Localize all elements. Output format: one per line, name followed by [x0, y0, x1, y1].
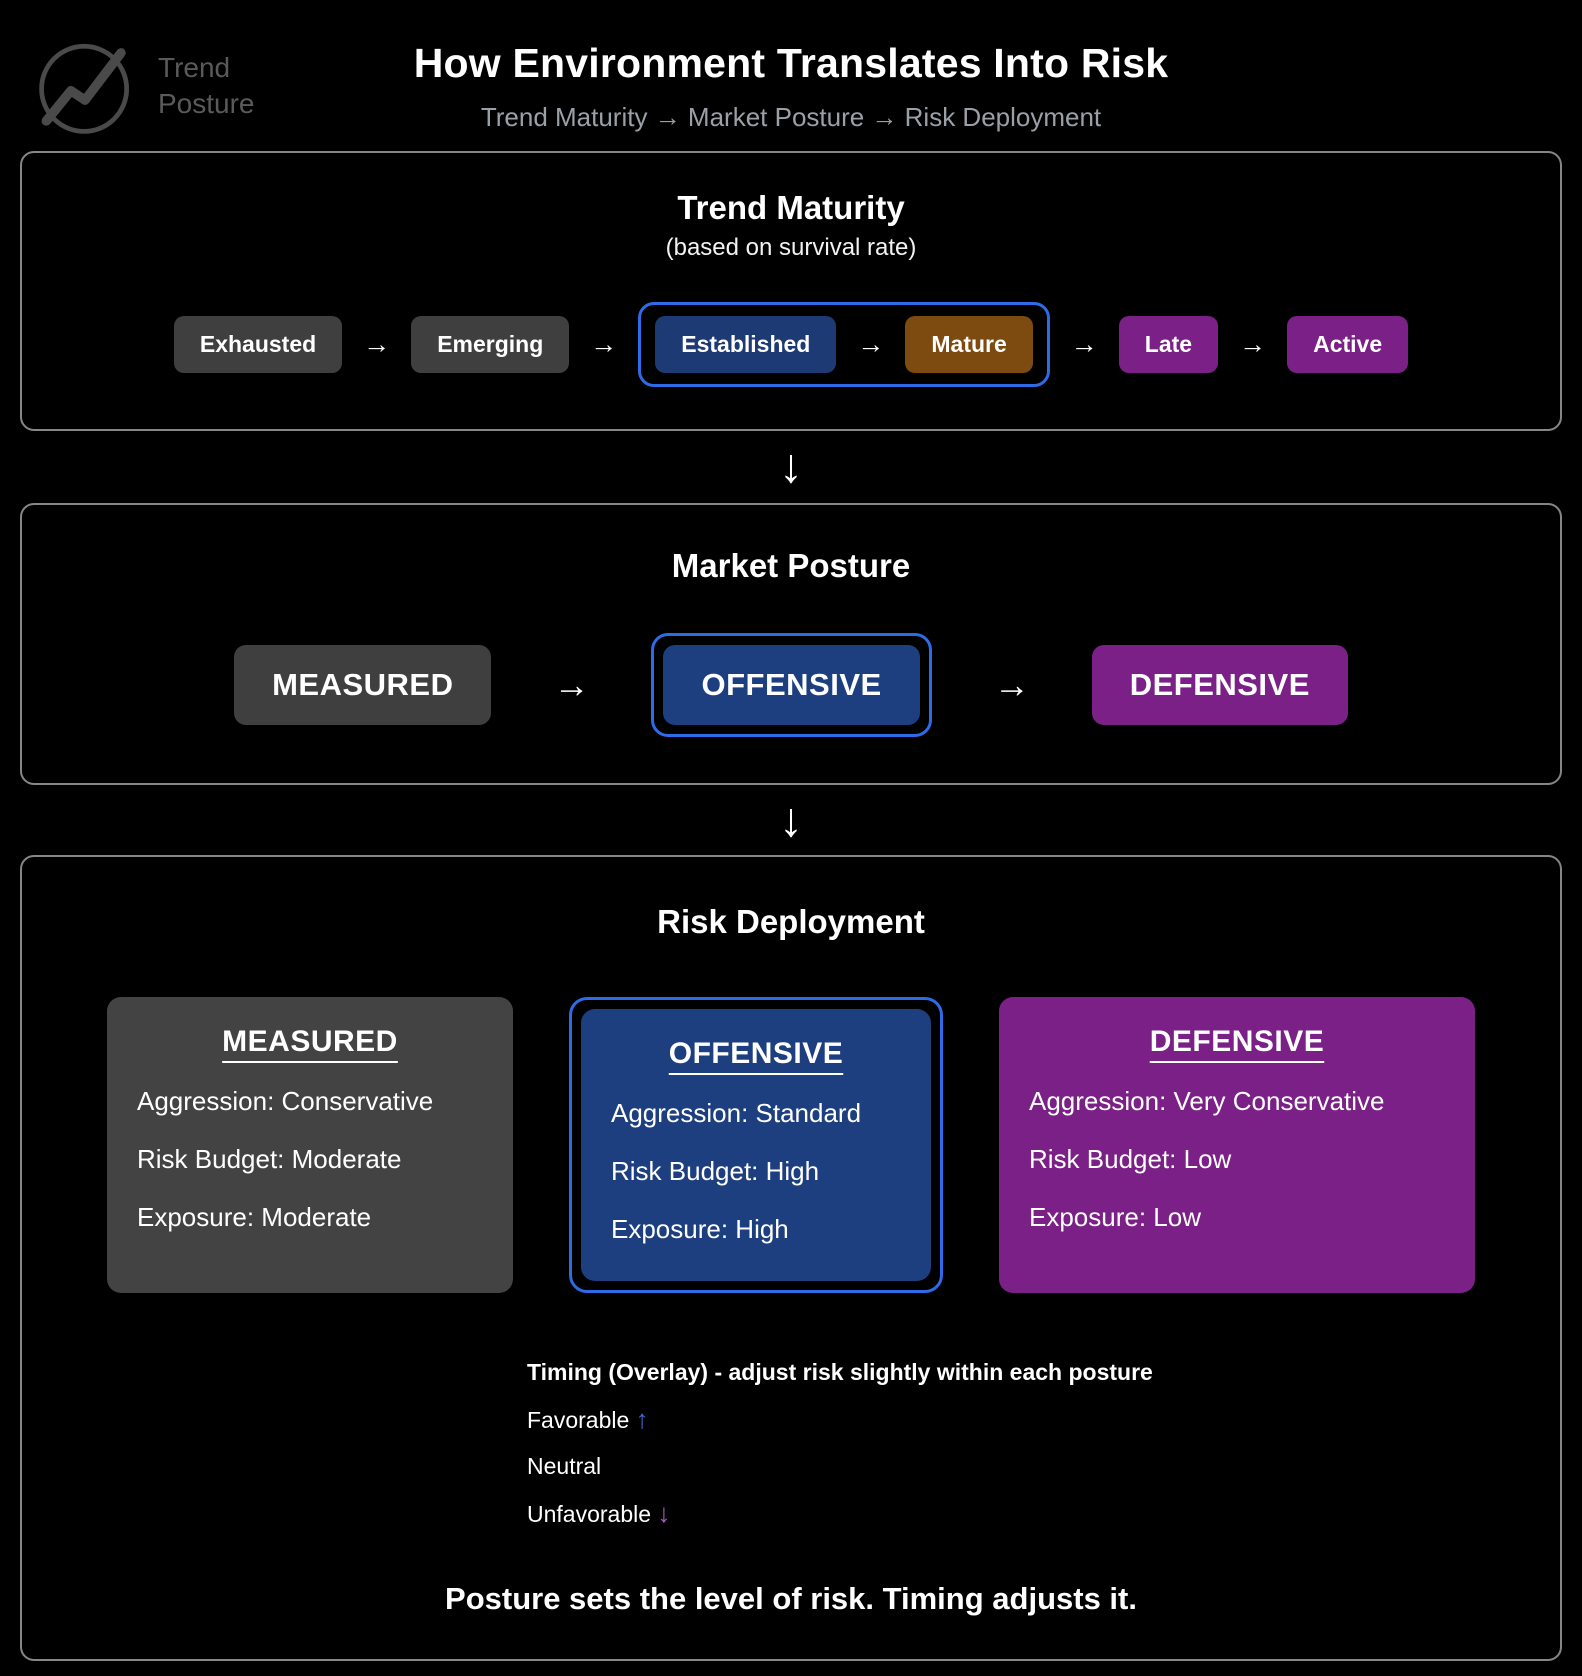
highlighted-stage-group: Established → Mature — [638, 302, 1050, 387]
deployment-card-offensive: OFFENSIVE Aggression: Standard Risk Budg… — [581, 1009, 931, 1281]
right-arrow-icon: → — [363, 329, 391, 359]
logo-text-line2: Posture — [158, 88, 255, 119]
risk-deployment-panel: Risk Deployment MEASURED Aggression: Con… — [20, 855, 1562, 1661]
deployment-card-measured: MEASURED Aggression: Conservative Risk B… — [107, 997, 513, 1293]
right-arrow-icon: → — [1070, 329, 1098, 359]
logo-text-line1: Trend — [158, 51, 231, 83]
card-title: MEASURED — [222, 1025, 398, 1058]
down-arrow-icon: ↓ — [657, 1498, 671, 1528]
market-posture-panel: Market Posture MEASURED → OFFENSIVE → DE… — [20, 503, 1562, 785]
flow-down-arrow-icon: ↓ — [779, 794, 803, 847]
market-posture-title: Market Posture — [671, 547, 911, 584]
right-arrow-icon: → — [857, 329, 885, 359]
logo: Trend Posture — [34, 30, 255, 142]
maturity-stage-row: Exhausted → Emerging → Established → Mat… — [22, 302, 1560, 387]
highlighted-posture-wrapper: OFFENSIVE — [651, 633, 932, 737]
card-line-risk-budget: Risk Budget: Low — [1029, 1144, 1232, 1174]
posture-row: MEASURED → OFFENSIVE → DEFENSIVE — [22, 633, 1560, 737]
stage-pill-active: Active — [1287, 316, 1409, 373]
posture-pill-defensive: DEFENSIVE — [1091, 645, 1348, 725]
summary-statement: Posture sets the level of risk. Timing a… — [445, 1581, 1137, 1616]
header-flow-subtitle: Trend Maturity → Market Posture → Risk D… — [480, 102, 1102, 132]
timing-overlay-block: Timing (Overlay) - adjust risk slightly … — [527, 1359, 1560, 1529]
trend-posture-logo-icon — [39, 43, 130, 134]
timing-label: Favorable — [527, 1407, 630, 1433]
posture-pill-offensive: OFFENSIVE — [663, 645, 920, 725]
header: Trend Posture How Environment Translates… — [0, 0, 1582, 134]
up-arrow-icon: ↑ — [635, 1404, 649, 1434]
card-line-aggression: Aggression: Very Conservative — [1029, 1086, 1385, 1116]
trend-maturity-title: Trend Maturity — [677, 189, 905, 226]
timing-overlay-title: Timing (Overlay) - adjust risk slightly … — [527, 1359, 1153, 1385]
right-arrow-icon: → — [590, 329, 618, 359]
card-line-risk-budget: Risk Budget: High — [611, 1156, 820, 1186]
right-arrow-icon: → — [553, 664, 590, 705]
trend-maturity-panel: Trend Maturity (based on survival rate) … — [20, 151, 1562, 431]
card-line-exposure: Exposure: Low — [1029, 1202, 1201, 1232]
deployment-card-defensive: DEFENSIVE Aggression: Very Conservative … — [999, 997, 1475, 1293]
card-line-aggression: Aggression: Standard — [611, 1098, 862, 1128]
risk-deployment-title: Risk Deployment — [657, 903, 925, 940]
page-title: How Environment Translates Into Risk — [413, 40, 1169, 86]
deployment-cards-row: MEASURED Aggression: Conservative Risk B… — [22, 997, 1560, 1293]
posture-pill-measured: MEASURED — [234, 645, 492, 725]
stage-pill-mature: Mature — [905, 316, 1033, 373]
right-arrow-icon: → — [993, 664, 1030, 705]
stage-pill-established: Established — [655, 316, 837, 373]
trend-maturity-subtitle: (based on survival rate) — [665, 234, 917, 261]
highlighted-card-wrapper: OFFENSIVE Aggression: Standard Risk Budg… — [569, 997, 943, 1293]
stage-pill-emerging: Emerging — [411, 316, 570, 373]
timing-item-neutral: Neutral — [527, 1453, 1560, 1480]
stage-pill-exhausted: Exhausted — [173, 316, 343, 373]
stage-pill-late: Late — [1118, 316, 1219, 373]
card-line-exposure: Exposure: Moderate — [137, 1202, 372, 1232]
flow-down-arrow-icon: ↓ — [779, 440, 803, 493]
timing-item-favorable: Favorable ↑ — [527, 1404, 1560, 1435]
card-line-exposure: Exposure: High — [611, 1214, 789, 1244]
timing-label: Unfavorable — [527, 1501, 652, 1527]
timing-item-unfavorable: Unfavorable ↓ — [527, 1498, 1560, 1529]
card-title: DEFENSIVE — [1149, 1025, 1325, 1058]
card-title: OFFENSIVE — [668, 1037, 844, 1070]
right-arrow-icon: → — [1239, 329, 1267, 359]
card-line-risk-budget: Risk Budget: Moderate — [137, 1144, 402, 1174]
card-line-aggression: Aggression: Conservative — [137, 1086, 434, 1116]
logo-text: Trend Posture — [158, 50, 255, 123]
timing-label: Neutral — [527, 1453, 602, 1479]
